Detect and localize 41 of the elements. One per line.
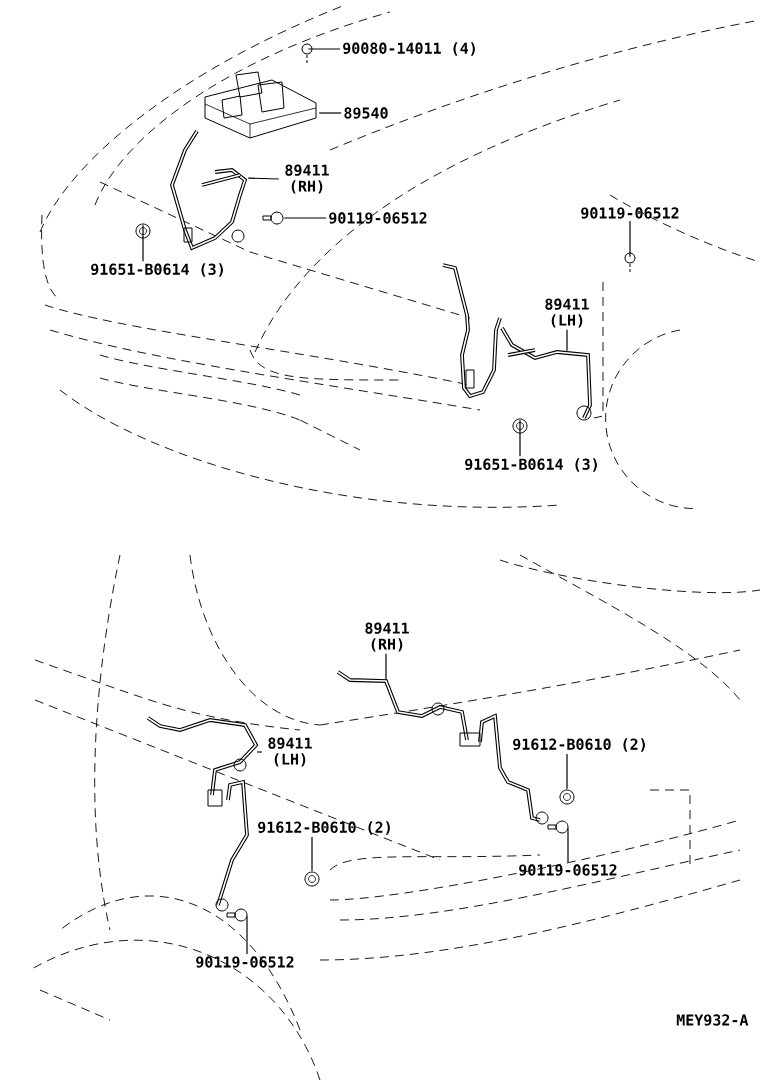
leader-line: [566, 329, 568, 352]
leader-line: [307, 48, 341, 50]
part-number: 91612-B0610 (2): [513, 738, 645, 752]
bolt-drawing: [262, 211, 284, 225]
part-number: 91651-B0614 (3): [465, 458, 597, 472]
leader-line: [385, 653, 387, 681]
part-number: 90119-06512: [329, 212, 427, 224]
clip-drawing: [559, 789, 575, 805]
part-number: 90119-06512: [581, 207, 679, 219]
part-number: 89411 (LH): [268, 737, 312, 767]
leader-line: [142, 224, 144, 262]
leader-line: [256, 751, 263, 753]
figure-code: MEY932-A: [676, 1014, 749, 1026]
part-number: 91612-B0610 (2): [258, 821, 390, 835]
part-number: 89411 (RH): [285, 164, 329, 194]
sensor-drawing: [146, 716, 259, 912]
clip-drawing: [304, 871, 320, 887]
sensor-drawing: [170, 130, 248, 251]
bolt-drawing: [547, 820, 569, 834]
part-number: 89411 (RH): [365, 622, 409, 652]
clip-drawing: [512, 418, 528, 434]
leader-line: [246, 915, 248, 955]
leader-line: [567, 827, 569, 863]
leader-line: [283, 217, 327, 219]
leader-line: [629, 220, 631, 258]
part-number: 90119-06512: [519, 864, 617, 876]
relay-box-drawing: [204, 71, 317, 139]
sensor-drawing: [442, 263, 592, 421]
part-number: 90119-06512: [196, 956, 294, 968]
part-number: 89540: [344, 107, 388, 119]
leader-line: [566, 753, 568, 790]
leader-line: [519, 419, 521, 457]
part-number: 90080-14011 (4): [343, 42, 475, 56]
bolt-drawing: [226, 908, 248, 922]
part-number: 91651-B0614 (3): [91, 263, 223, 277]
leader-line: [318, 112, 342, 114]
clip-drawing: [135, 223, 151, 239]
leader-line: [311, 836, 313, 872]
leader-line: [247, 177, 280, 180]
bolt-drawing: [301, 43, 313, 66]
bolt-drawing: [624, 252, 636, 275]
